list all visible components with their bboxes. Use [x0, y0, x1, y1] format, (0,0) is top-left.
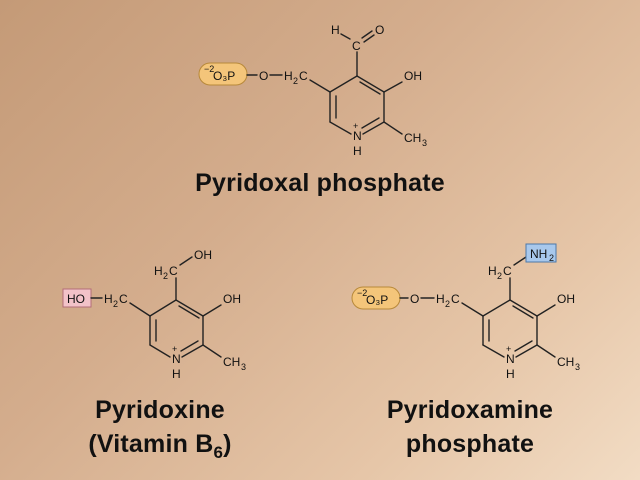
- ring-n-label: N: [353, 129, 362, 143]
- ring-nh-label: H: [353, 144, 362, 158]
- bond-double: [363, 34, 375, 43]
- title-line1: Pyridoxamine: [386, 396, 554, 424]
- bond: [340, 33, 351, 40]
- ring-bond: [362, 121, 385, 135]
- bond: [202, 344, 222, 358]
- bond: [309, 79, 331, 93]
- pyridoxamine-phosphate-structure: −2 O₃P O H 2 C + N H OH CH 3 H 2 C NH 2: [351, 243, 580, 381]
- top-ch2-c-label: C: [169, 264, 178, 278]
- methyl-label: CH: [223, 355, 240, 369]
- bond: [536, 304, 556, 317]
- phosphate-charge-label: −2: [204, 64, 214, 74]
- pyridoxamine-phosphate-title: Pyridoxamine phosphate: [350, 393, 590, 461]
- ring-bond-double: [512, 305, 534, 319]
- title-line1: Pyridoxine: [95, 396, 225, 424]
- carbonyl-o-label: O: [375, 23, 384, 37]
- bond: [179, 256, 193, 266]
- ring-bond: [329, 121, 352, 135]
- ring-bond: [509, 299, 538, 317]
- bond: [513, 256, 527, 266]
- amine-highlight: [525, 243, 557, 263]
- ch2-sub-label: 2: [113, 299, 118, 309]
- ring-n-label: N: [506, 352, 515, 366]
- phosphate-highlight: [198, 62, 248, 86]
- ch2-h-label: H: [104, 292, 113, 306]
- phosphate-label: O₃P: [366, 293, 388, 307]
- ch2-c-label: C: [451, 292, 460, 306]
- n-charge-label: +: [506, 344, 511, 354]
- ch2-sub-label: 2: [293, 76, 298, 86]
- ring-bond: [181, 344, 204, 358]
- ch2-h-label: H: [284, 69, 293, 83]
- ring-bond: [515, 344, 538, 358]
- methyl-label: CH: [557, 355, 574, 369]
- title-line2-suffix: ): [223, 430, 232, 458]
- ring-bond-double: [180, 340, 199, 352]
- n-charge-label: +: [172, 344, 177, 354]
- ring-bond: [329, 75, 358, 93]
- ring-nh-label: H: [506, 367, 515, 381]
- carbonyl-c-label: C: [352, 39, 361, 53]
- bond: [361, 30, 373, 39]
- methyl-sub-label: 3: [422, 138, 427, 148]
- hydroxyl-label: OH: [404, 69, 422, 83]
- ring-bond: [482, 299, 511, 317]
- top-ch2-sub-label: 2: [163, 271, 168, 281]
- pyridoxine-title: Pyridoxine (Vitamin B6): [40, 393, 280, 464]
- ring-bond: [149, 299, 177, 317]
- ring-bond: [356, 75, 385, 93]
- top-ch2-sub-label: 2: [497, 271, 502, 281]
- top-ch2-h-label: H: [154, 264, 163, 278]
- ester-oxygen-label: O: [259, 69, 268, 83]
- top-hydroxyl-label: OH: [194, 248, 212, 262]
- carbonyl-h-label: H: [331, 23, 340, 37]
- ch2-h-label: H: [436, 292, 445, 306]
- title-line2-sub: 6: [213, 443, 224, 462]
- bond: [461, 302, 484, 317]
- ring-bond-double: [514, 340, 533, 352]
- hydroxyl-label: OH: [223, 292, 241, 306]
- amine-sub-label: 2: [549, 253, 554, 263]
- phosphate-label: O₃P: [213, 69, 235, 83]
- ring-n-label: N: [172, 352, 181, 366]
- methyl-sub-label: 3: [241, 362, 246, 372]
- pyridoxine-structure: HO H 2 C + N H OH CH 3 H 2 C OH: [62, 248, 246, 381]
- ester-oxygen-label: O: [410, 292, 419, 306]
- ring-bond: [482, 344, 505, 358]
- ch2-sub-label: 2: [445, 299, 450, 309]
- ring-bond-double: [359, 81, 381, 95]
- pyridoxal-phosphate-structure: −2 O₃P O H 2 C + N H OH CH 3 C H: [198, 23, 427, 158]
- pyridoxal-phosphate-title: Pyridoxal phosphate: [160, 166, 480, 200]
- methyl-sub-label: 3: [575, 362, 580, 372]
- top-ch2-c-label: C: [503, 264, 512, 278]
- title-line2: phosphate: [405, 430, 535, 458]
- phosphate-charge-label: −2: [357, 288, 367, 298]
- ring-bond-double: [361, 117, 380, 129]
- hydroxyl-label: OH: [557, 292, 575, 306]
- ho-label: HO: [67, 292, 85, 306]
- bond: [383, 121, 403, 135]
- ch2-c-label: C: [119, 292, 128, 306]
- bond: [383, 81, 403, 93]
- ring-bond: [149, 344, 171, 358]
- methyl-label: CH: [404, 131, 421, 145]
- ch2-c-label: C: [299, 69, 308, 83]
- bond: [202, 304, 222, 317]
- title-line2-prefix: (Vitamin B: [88, 430, 214, 458]
- ring-bond: [175, 299, 204, 317]
- title-text: Pyridoxal phosphate: [195, 169, 445, 197]
- bond: [536, 344, 556, 358]
- n-charge-label: +: [353, 121, 358, 131]
- title-line2: (Vitamin B6): [40, 427, 280, 464]
- top-ch2-h-label: H: [488, 264, 497, 278]
- ring-nh-label: H: [172, 367, 181, 381]
- ring-bond-double: [178, 305, 200, 319]
- amine-label: NH: [530, 247, 547, 261]
- bond: [129, 302, 151, 317]
